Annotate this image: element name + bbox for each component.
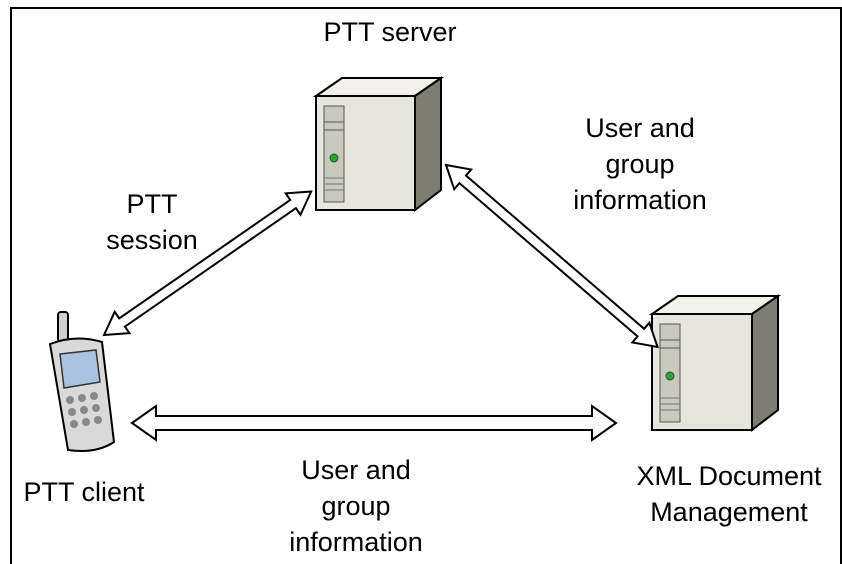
session-label: PTT session	[92, 186, 212, 258]
frame-right-border	[840, 7, 842, 564]
xdm-server-icon	[648, 294, 782, 433]
session-label-line-1: PTT	[126, 189, 178, 219]
client-xdm-info-label: User and group information	[272, 452, 440, 560]
xdm-label: XML Document Management	[616, 458, 842, 530]
xdm-label-line-2: Management	[650, 497, 808, 527]
arrow-server-xdm	[444, 163, 660, 349]
ptt-server-icon	[312, 76, 445, 213]
arrow-client-server	[102, 190, 313, 337]
server-xdm-info-line-2: group	[605, 149, 675, 179]
arrow-client-xdm	[130, 404, 618, 442]
frame-left-border	[10, 7, 12, 564]
server-xdm-info-line-3: information	[573, 185, 707, 215]
xdm-label-line-1: XML Document	[636, 461, 822, 491]
client-xdm-info-line-2: group	[321, 491, 391, 521]
client-xdm-info-line-3: information	[289, 527, 423, 557]
server-xdm-info-line-1: User and	[585, 113, 695, 143]
client-xdm-info-line-1: User and	[301, 455, 411, 485]
phone-icon	[48, 311, 116, 452]
frame-top-border	[10, 7, 842, 9]
ptt-client-label: PTT client	[23, 477, 145, 507]
server-xdm-info-label: User and group information	[556, 110, 724, 218]
session-label-line-2: session	[106, 225, 198, 255]
ptt-server-label: PTT server	[323, 17, 457, 47]
